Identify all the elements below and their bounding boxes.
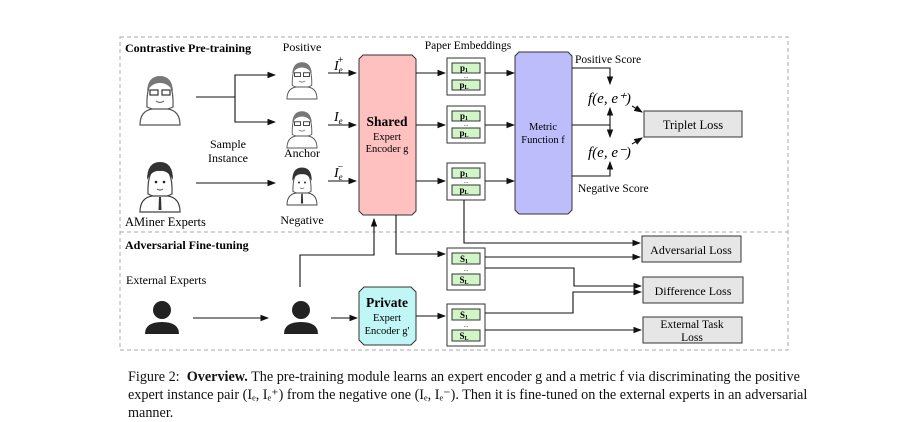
aminer-label: AMiner Experts [125,215,206,229]
expert-face-icon [139,161,181,213]
svg-text:SL: SL [459,331,468,342]
shared-encoder-title: Shared [366,114,408,129]
private-encoder-title: Private [366,295,408,310]
instance-symbols: Ie+ Ie Ie− [333,55,344,182]
positive-face-icon [286,61,318,100]
svg-text:S1: S1 [460,310,468,321]
negative-score-formula: f(e, e⁻) [588,145,631,161]
anchor-face-icon [286,110,318,149]
svg-text:Ie: Ie [333,110,343,126]
svg-text:p1: p1 [460,63,468,74]
svg-text:pL: pL [459,80,468,91]
negative-score-label: Negative Score [578,183,649,195]
paper-embeddings-label: Paper Embeddings [425,40,512,52]
triplet-loss-box [643,110,743,138]
sample-label: Sample [210,137,246,151]
difference-loss-label: Difference Loss [655,284,732,298]
shared-encoder-box [358,54,417,216]
svg-text:pL: pL [459,128,468,139]
section-title-finetune: Adversarial Fine-tuning [125,238,249,252]
score-arrows [572,67,643,177]
caption-label: Figure 2: [128,369,180,385]
sample-arrows [196,69,358,187]
svg-text:...: ... [464,74,469,80]
finetune-arrows [193,200,643,334]
triplet-loss-label: Triplet Loss [663,118,723,132]
shared-encoder-line1: Expert [373,132,401,143]
negative-label: Negative [280,213,323,227]
svg-text:...: ... [464,179,469,185]
private-encoder-line2: Encoder g' [365,326,410,337]
svg-text:p1: p1 [460,111,468,122]
s-embedding-labels: S1 ... SL S1 ... SL [459,254,468,342]
embedding-arrows [416,69,516,185]
svg-text:...: ... [464,267,469,273]
private-encoder-line1: Expert [373,313,401,324]
private-encoder-box [358,286,417,346]
svg-text:...: ... [464,323,469,329]
external-person-icon [284,301,318,334]
svg-text:SL: SL [459,275,468,286]
positive-score-label: Positive Score [575,54,641,66]
instance-label: Instance [208,151,248,165]
metric-line2: Function f [521,135,565,146]
adversarial-loss-box [641,235,742,263]
external-person-icon [145,301,179,334]
external-task-loss-box [642,316,743,344]
positive-label: Positive [283,40,322,54]
svg-text:Ie+: Ie+ [333,55,344,75]
adversarial-loss-label: Adversarial Loss [650,243,732,257]
svg-text:S1: S1 [460,254,468,265]
figure-caption: Figure 2: Overview. The pre-training mod… [128,368,828,422]
metric-line1: Metric [529,122,557,133]
caption-bold: Overview. [186,369,248,385]
svg-text:Ie−: Ie− [333,162,344,182]
metric-function-box [514,51,573,215]
svg-text:p1: p1 [460,168,468,179]
positive-score-formula: f(e, e⁺) [588,91,631,107]
external-task-loss-line1: External Task [660,319,723,331]
shared-encoder-line2: Encoder g [366,144,410,155]
shared-private-embedding-group [446,247,486,347]
anchor-label: Anchor [284,146,320,160]
svg-text:pL: pL [459,185,468,196]
external-experts-label: External Experts [126,273,207,287]
difference-loss-box [642,276,744,304]
paper-embedding-labels: p1 ... pL p1 ... pL p1 ... pL [459,63,468,196]
negative-face-icon [286,167,318,206]
expert-face-icon [139,75,181,126]
section-title-pretrain: Contrastive Pre-training [125,41,251,55]
external-task-loss-line2: Loss [681,332,703,344]
paper-embedding-group [446,57,486,201]
caption-text: The pre-training module learns an expert… [128,369,808,421]
svg-text:...: ... [464,122,469,128]
